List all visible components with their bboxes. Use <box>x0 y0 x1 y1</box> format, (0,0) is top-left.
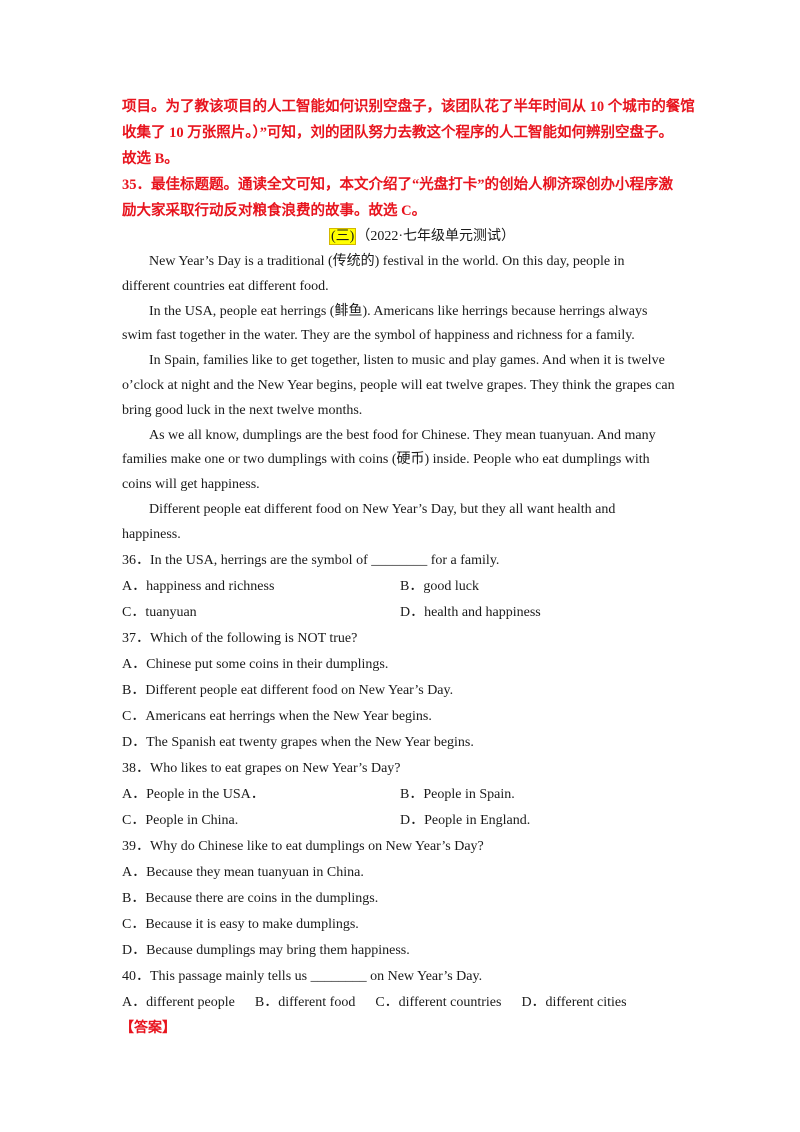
question-38-option-a[interactable]: A．People in the USA． <box>122 786 265 802</box>
passage-line: families make one or two dumplings with … <box>122 452 650 468</box>
question-37-option-d[interactable]: D．The Spanish eat twenty grapes when the… <box>122 734 474 750</box>
question-40-option-c[interactable]: C．different countries <box>375 994 502 1010</box>
question-38-stem: 38．Who likes to eat grapes on New Year’s… <box>122 760 401 776</box>
question-37-option-b[interactable]: B．Different people eat different food on… <box>122 682 454 698</box>
question-39-option-c[interactable]: C．Because it is easy to make dumplings. <box>122 916 359 932</box>
passage-line: happiness. <box>122 526 181 542</box>
question-39-option-d[interactable]: D．Because dumplings may bring them happi… <box>122 942 410 958</box>
question-37-option-a[interactable]: A．Chinese put some coins in their dumpli… <box>122 656 389 672</box>
passage-paragraph: As we all know, dumplings are the best f… <box>122 424 682 498</box>
question-37-option-c[interactable]: C．Americans eat herrings when the New Ye… <box>122 708 432 724</box>
question-40-options-row: A．different people B．different food C．di… <box>122 990 682 1016</box>
passage-line: New Year’s Day is a traditional (传统的) fe… <box>149 254 625 269</box>
passage-paragraph: In the USA, people eat herrings (鲱鱼). Am… <box>122 300 682 350</box>
question-36-option-c[interactable]: C．tuanyuan <box>122 604 197 620</box>
question-40-option-a[interactable]: A．different people <box>122 994 235 1010</box>
question-36-options-row: A．happiness and richness B．good luck <box>122 574 682 600</box>
question-36-options-row: C．tuanyuan D．health and happiness <box>122 600 682 626</box>
passage-line: coins will get happiness. <box>122 477 260 493</box>
explanation-line: 35．最佳标题题。通读全文可知，本文介绍了“光盘打卡”的创始人柳济琛创办小程序激 <box>122 177 673 193</box>
question-38-option-b[interactable]: B．People in Spain. <box>400 786 515 802</box>
question-36-stem: 36．In the USA, herrings are the symbol o… <box>122 552 500 568</box>
passage-line: In the USA, people eat herrings (鲱鱼). Am… <box>149 303 648 319</box>
section-source: （2022·七年级单元测试） <box>356 229 515 244</box>
question-39-option-b[interactable]: B．Because there are coins in the dumplin… <box>122 890 379 906</box>
explanation-line: 收集了 10 万张照片。）”可知，刘的团队努力去教这个程序的人工智能如何辨别空盘… <box>122 125 673 141</box>
passage-paragraph: In Spain, families like to get together,… <box>122 349 682 423</box>
explanation-line: 励大家采取行动反对粮食浪费的故事。故选 C。 <box>122 203 427 219</box>
explanation-line: 项目。为了教该项目的人工智能如何识别空盘子，该团队花了半年时间从 10 个城市的… <box>122 99 695 115</box>
question-40-option-b[interactable]: B．different food <box>254 994 356 1010</box>
question-38-options-row: C．People in China. D．People in England. <box>122 808 682 834</box>
passage-line: different countries eat different food. <box>122 278 329 294</box>
question-39-stem: 39．Why do Chinese like to eat dumplings … <box>122 838 484 854</box>
question-40-option-d[interactable]: D．different cities <box>521 994 627 1010</box>
question-36-option-d[interactable]: D．health and happiness <box>400 604 541 620</box>
question-38-options-row: A．People in the USA． B．People in Spain. <box>122 782 682 808</box>
passage-line: In Spain, families like to get together,… <box>149 353 665 369</box>
passage-line: o’clock at night and the New Year begins… <box>122 377 675 393</box>
question-36-option-b[interactable]: B．good luck <box>400 578 479 594</box>
passage-paragraph: Different people eat different food on N… <box>122 498 682 548</box>
passage-line: Different people eat different food on N… <box>149 501 616 517</box>
passage-line: As we all know, dumplings are the best f… <box>149 427 656 443</box>
explanation-block: 项目。为了教该项目的人工智能如何识别空盘子，该团队花了半年时间从 10 个城市的… <box>122 94 695 224</box>
question-39-option-a[interactable]: A．Because they mean tuanyuan in China. <box>122 864 364 880</box>
page-content: 项目。为了教该项目的人工智能如何识别空盘子，该团队花了半年时间从 10 个城市的… <box>120 94 695 1042</box>
section-number: (三) <box>329 228 357 245</box>
passage-paragraph: New Year’s Day is a traditional (传统的) fe… <box>122 250 682 300</box>
question-38-option-c[interactable]: C．People in China. <box>122 812 239 828</box>
question-37-stem: 37．Which of the following is NOT true? <box>122 630 358 646</box>
question-40-stem: 40．This passage mainly tells us ________… <box>122 968 483 984</box>
answer-label: 【答案】 <box>120 1020 176 1036</box>
question-38-option-d[interactable]: D．People in England. <box>400 812 531 828</box>
explanation-line: 故选 B。 <box>122 151 179 167</box>
passage-line: bring good luck in the next twelve month… <box>122 402 363 418</box>
passage-line: swim fast together in the water. They ar… <box>122 328 635 344</box>
question-36-option-a[interactable]: A．happiness and richness <box>122 578 275 594</box>
section-title: (三)（2022·七年级单元测试） <box>162 224 682 250</box>
